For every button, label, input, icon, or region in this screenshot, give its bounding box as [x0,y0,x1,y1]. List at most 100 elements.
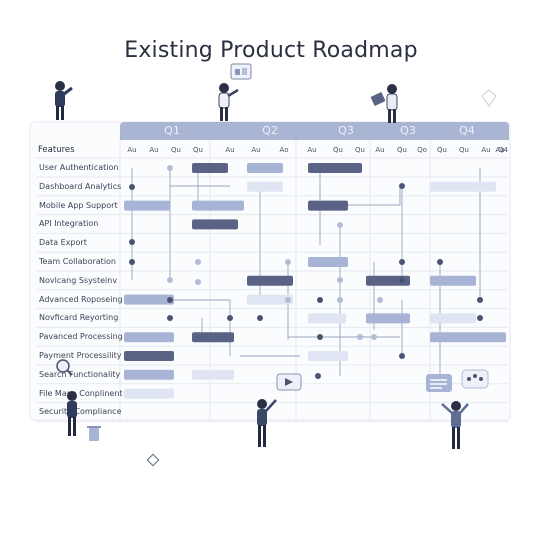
milestone-dot [337,277,343,283]
feature-row-label: File Mana Conplinent [39,388,123,398]
sub-column-label: Au [481,146,491,154]
sub-column-label: Qu [333,146,343,154]
feature-timeline-bar [124,200,170,211]
feature-timeline-bar [430,181,496,192]
feature-row-label: API Integration [39,219,99,229]
feature-timeline-bar [308,200,348,211]
sub-column-label: Ao [279,146,289,154]
feature-row-label: Mobile App Support [39,200,118,210]
milestone-dot [129,184,135,190]
diamond-icon [146,453,160,467]
sub-column-label: Qu [193,146,203,154]
milestone-dot [129,239,135,245]
feature-timeline-bar [247,294,293,305]
sub-column-label: Au [375,146,385,154]
quarter-label: Q2 [262,124,278,137]
location-pin-icon [481,89,497,107]
feature-timeline-bar [366,275,410,286]
milestone-dot [317,334,323,340]
milestone-dot [337,297,343,303]
milestone-dot [167,165,173,171]
milestone-dot [337,222,343,228]
feature-timeline-bar [308,163,362,173]
dependency-connector [340,186,401,206]
milestone-dot [399,353,405,359]
feature-row-label: Team Collaboration [39,257,117,266]
person-holding-figure [441,401,469,449]
sub-column-label: Qu [355,146,365,154]
feature-timeline-bar [124,388,174,399]
feature-row-label: Advanced Roposeing [39,294,123,304]
feature-row-label: Data Export [39,238,87,248]
milestone-dot [437,259,443,265]
trash-icon [87,426,101,441]
sub-column-label: Au [307,146,317,154]
person-pointing-figure [218,83,239,121]
milestone-dot [317,297,323,303]
quarter-label: Q4 [459,124,475,137]
feature-row-label: Novficard Reyorting [39,313,119,323]
feature-timeline-bar [192,332,234,343]
feature-timeline-bar [247,163,283,173]
sub-column-label: Au [127,146,137,154]
magnifier-icon [56,359,73,376]
milestone-dot [285,259,291,265]
milestone-dot [399,259,405,265]
milestone-dot [167,315,173,321]
feature-timeline-bar [308,257,348,267]
milestone-dot [167,297,173,303]
feature-timeline-bar [430,275,476,286]
sub-column-label: Au [495,146,505,154]
feature-row-label: Search Functionality [39,369,121,379]
dots-bubble-icon [461,369,489,389]
milestone-dot [167,277,173,283]
feature-timeline-bar [124,369,174,380]
milestone-dot [129,259,135,265]
page-title: Existing Product Roadmap [124,38,418,63]
sub-column-label: Qo [417,146,427,154]
person-presenting-figure [55,81,73,120]
sub-column-label: Qu [171,146,181,154]
feature-row-label: User Authentication [39,163,119,172]
feature-timeline-bar [192,219,238,230]
sub-column-label: Au [149,146,159,154]
feature-timeline-bar [124,332,174,343]
play-video-icon [276,373,302,391]
sub-column-label: Au [251,146,261,154]
person-with-laptop-figure [370,84,398,123]
person-magnifier-figure [67,391,77,436]
milestone-dot [377,297,383,303]
sub-column-label: Qu [459,146,469,154]
milestone-dot [477,315,483,321]
milestone-dot [285,297,291,303]
sub-column-label: Q4 [498,146,508,154]
feature-timeline-bar [247,181,283,192]
feature-timeline-bar [430,332,506,343]
person-reaching-figure [257,399,277,447]
milestone-dot [195,259,201,265]
sub-column-label: Au [225,146,235,154]
milestone-dot [257,315,263,321]
feature-timeline-bar [124,294,174,305]
feature-timeline-bar [366,313,410,324]
milestone-dot [371,334,377,340]
feature-timeline-bar [192,163,228,173]
milestone-dot [227,315,233,321]
milestone-dot [399,183,405,189]
sub-column-label: Qu [437,146,447,154]
feature-row-label: Payment Processility [39,351,122,360]
feature-row-label: Dashboard Analytics [39,181,122,191]
quarter-label: Q1 [164,124,180,137]
quarter-label: Q3 [338,124,354,137]
feature-timeline-bar [308,313,346,324]
chat-message-icon [426,374,452,392]
feature-timeline-bar [124,351,174,361]
milestone-dot [195,279,201,285]
feature-timeline-bar [192,200,244,211]
quarter-header-bar [120,122,509,140]
sub-column-label: Qu [397,146,407,154]
feature-row-label: Novlcang Ssysteinv [39,275,118,285]
feature-timeline-bar [308,351,348,361]
milestone-dot [357,334,363,340]
